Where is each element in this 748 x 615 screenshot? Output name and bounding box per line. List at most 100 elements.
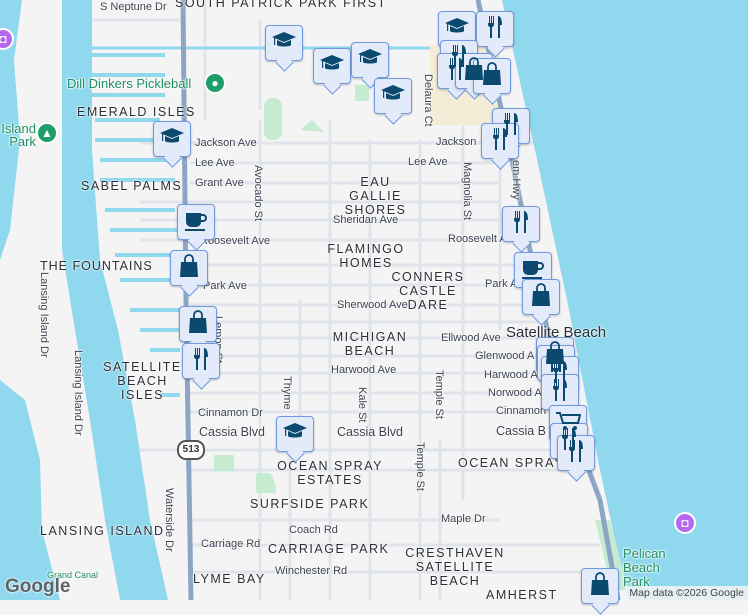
route-shield-513: 513 [177, 440, 205, 460]
ocean [502, 0, 748, 600]
city-label: Satellite Beach [506, 324, 607, 341]
area-label: SURFSIDE PARK [250, 497, 370, 511]
poi-label-pickleball[interactable]: Dill Dinkers Pickleball [67, 76, 192, 91]
streets [80, 0, 748, 600]
school-icon [271, 28, 297, 59]
street-label: Cassia Blvd [337, 425, 403, 439]
street-label: Cassia Blvd [199, 425, 265, 439]
street-label: Jackson Ave [195, 137, 257, 149]
school-marker[interactable] [276, 416, 314, 452]
area-label: OCEAN SPRAY [458, 456, 564, 470]
restaurant-icon [482, 14, 508, 45]
shopping-icon [461, 56, 487, 87]
camera-poi-icon[interactable]: ◘ [0, 28, 14, 50]
poi-label-island-park[interactable]: Island Park [1, 122, 36, 148]
pickleball-poi-icon[interactable]: ● [204, 72, 226, 94]
map-attribution[interactable]: Map data ©2026 Google [625, 586, 748, 600]
street-label: Temple St [433, 370, 445, 419]
street-label: Carriage Rd [201, 538, 261, 550]
street-label: Lansing Island Dr [38, 272, 50, 358]
restaurant-marker[interactable] [557, 435, 595, 471]
school-icon [319, 51, 345, 82]
restaurant-icon [498, 111, 524, 142]
camera-poi-icon[interactable]: ◘ [674, 512, 696, 534]
street-label: Cinnamon [496, 405, 547, 417]
water [0, 0, 748, 600]
area-label: SABEL PALMS [81, 179, 183, 193]
restaurant-icon [563, 438, 589, 469]
school-icon [444, 14, 470, 45]
area-label: LYME BAY [193, 572, 266, 586]
street-label: Ellwood Ave [441, 332, 501, 344]
poi-label-pelican-park[interactable]: Pelican Beach Park [623, 546, 666, 589]
area-label: CRESTHAVEN SATELLITE BEACH [405, 546, 505, 588]
street-label: Grant Ave [195, 177, 244, 189]
shopping-marker[interactable] [522, 279, 560, 315]
park-tree-icon[interactable]: ▲ [36, 122, 58, 144]
restaurant-icon [443, 56, 469, 87]
lagoon-sw [0, 380, 60, 600]
shopping-marker[interactable] [170, 250, 208, 286]
shopping-icon [528, 282, 554, 313]
shopping-marker[interactable] [179, 306, 217, 342]
channel [62, 0, 168, 600]
google-logo[interactable]: Google [5, 576, 71, 597]
school-icon [282, 419, 308, 450]
shopping-icon [479, 61, 505, 92]
restaurant-marker[interactable] [481, 123, 519, 159]
school-icon [357, 45, 383, 76]
area-label: EAU GALLIE SHORES [344, 175, 407, 217]
shopping-icon [176, 253, 202, 284]
area-label: SOUTH PATRICK PARK FIRST [175, 0, 387, 10]
restaurant-icon [487, 126, 513, 157]
street-label: Sherwood Ave [337, 299, 408, 311]
street-label: Maple Dr [441, 513, 486, 525]
street-label: Waterside Dr [163, 488, 175, 552]
restaurant-icon [547, 377, 573, 408]
restaurant-marker[interactable] [541, 374, 579, 410]
restaurant-marker[interactable] [502, 206, 540, 242]
restaurant-icon [446, 43, 472, 74]
street-label: Winchester Rd [275, 565, 348, 577]
restaurant-marker[interactable] [476, 11, 514, 47]
street-label: Park A [485, 278, 518, 290]
restaurant-icon [508, 209, 534, 240]
street-label: Cinnamon Dr [198, 407, 263, 419]
street-label: Kale St [356, 387, 368, 423]
area-label: FLAMINGO HOMES [327, 242, 405, 270]
restaurant-marker[interactable] [182, 343, 220, 379]
street-label: em Hwy [510, 160, 522, 200]
street-label: Coach Rd [289, 524, 338, 536]
shopping-marker[interactable] [581, 568, 619, 604]
street-label: Delaura Ct [422, 74, 434, 127]
street-label: Avocado St [252, 165, 264, 222]
street-label: Roosevelt A [448, 233, 507, 245]
cafe-marker[interactable] [177, 204, 215, 240]
cafe-icon [183, 207, 209, 238]
street-label: S Neptune Dr [100, 1, 167, 13]
school-marker[interactable] [374, 78, 412, 114]
street-label: Park Ave [203, 280, 247, 292]
shopping-icon [587, 571, 613, 602]
restaurant-icon [547, 359, 573, 390]
school-icon [159, 124, 185, 155]
street-label: Harwood A [484, 369, 538, 381]
shopping-marker[interactable] [473, 58, 511, 94]
restaurant-icon [188, 346, 214, 377]
school-marker[interactable] [351, 42, 389, 78]
highway-513 [180, 0, 194, 600]
area-label: THE FOUNTAINS [40, 259, 153, 273]
school-icon [380, 81, 406, 112]
area-label: LANSING ISLAND [40, 524, 165, 538]
street-label: Lee Ave [195, 157, 235, 169]
street-label: Glenwood A [475, 350, 535, 362]
school-marker[interactable] [313, 48, 351, 84]
lagoon-west [0, 0, 22, 260]
street-label: Magnolia St [461, 162, 473, 221]
street-label: Roosevelt Ave [200, 235, 271, 247]
school-marker[interactable] [153, 121, 191, 157]
restaurant-icon [543, 348, 569, 379]
street-label: Harwood Ave [331, 364, 397, 376]
area-label: CARRIAGE PARK [268, 542, 390, 556]
school-marker[interactable] [265, 25, 303, 61]
